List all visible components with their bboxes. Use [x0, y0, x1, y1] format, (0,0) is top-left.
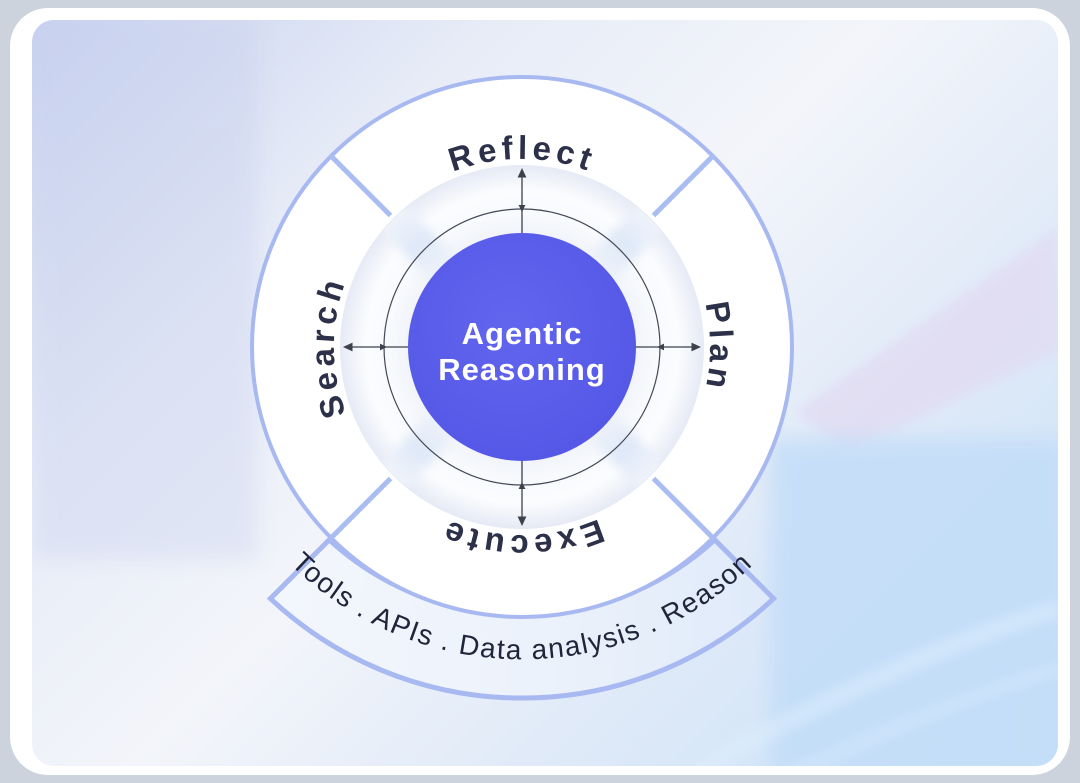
wave-curve — [687, 599, 1058, 766]
pink-diagonal-stripe — [795, 228, 1058, 452]
center-title-line1: Agentic — [462, 316, 583, 351]
agentic-reasoning-circle: Agentic Reasoning — [408, 233, 636, 461]
plan-label: Plan — [698, 299, 740, 396]
background-decor — [33, 20, 1058, 766]
diagram-canvas: Tools . APIs . Data analysis . Reason Ag… — [32, 20, 1058, 766]
agentic-reasoning-diagram: Tools . APIs . Data analysis . Reason Ag… — [33, 20, 1058, 766]
center-title-line2: Reasoning — [438, 352, 605, 387]
wave-curve — [793, 661, 1058, 766]
lavender-left-wash — [33, 20, 258, 560]
center-circle — [408, 233, 636, 461]
